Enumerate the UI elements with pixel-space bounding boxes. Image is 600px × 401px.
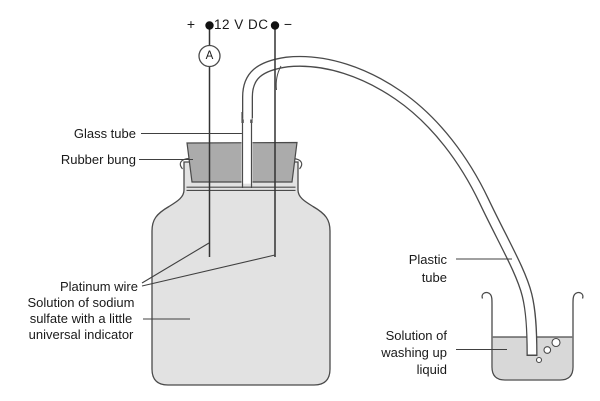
washing-liquid-line3: liquid bbox=[416, 362, 447, 377]
ammeter-label: A bbox=[205, 50, 214, 62]
ammeter-circle bbox=[198, 44, 221, 68]
beaker-liquid bbox=[492, 337, 573, 380]
leader-platinum-wire-right bbox=[141, 254, 276, 287]
sodium-solution-label: Solution of sodium sulfate with a little… bbox=[12, 295, 150, 343]
platinum-wire-label: Platinum wire bbox=[59, 279, 138, 294]
sodium-solution-line3: universal indicator bbox=[28, 327, 134, 342]
plus-terminal-label: + bbox=[186, 16, 196, 32]
glass-tube-label: Glass tube bbox=[73, 125, 136, 141]
plastic-tube-line1: Plastic bbox=[408, 252, 447, 267]
bung-channel bbox=[241, 141, 253, 184]
terminal-dot-negative bbox=[270, 21, 280, 30]
glass-tube-walls bbox=[241, 120, 253, 188]
bubble-large bbox=[551, 337, 561, 348]
plastic-tube-line2: tube bbox=[421, 270, 447, 285]
bubble-small bbox=[535, 356, 543, 364]
bottle-body bbox=[151, 161, 331, 386]
plastic-tube-label: Plastic tube bbox=[387, 251, 447, 287]
leader-platinum-wire-left bbox=[141, 242, 210, 284]
tube-joint-seam bbox=[275, 65, 282, 91]
minus-terminal-label: − bbox=[283, 16, 293, 32]
washing-liquid-label: Solution of washing up liquid bbox=[377, 327, 447, 378]
sodium-solution-line2: sulfate with a little bbox=[29, 311, 133, 326]
washing-liquid-line2: washing up bbox=[381, 345, 447, 360]
sodium-solution-line1: Solution of sodium bbox=[27, 295, 135, 310]
bubble-medium bbox=[543, 346, 552, 354]
terminal-dot-positive bbox=[205, 21, 214, 30]
plastic-tube-interior bbox=[243, 57, 537, 355]
washing-liquid-line1: Solution of bbox=[385, 328, 447, 343]
rubber-bung-label: Rubber bung bbox=[60, 151, 136, 167]
beaker-outline bbox=[481, 291, 584, 381]
bottle-lip-left bbox=[179, 157, 190, 170]
power-supply-label: 12 V DC bbox=[214, 17, 269, 32]
bottle-neck-rim bbox=[186, 186, 296, 191]
